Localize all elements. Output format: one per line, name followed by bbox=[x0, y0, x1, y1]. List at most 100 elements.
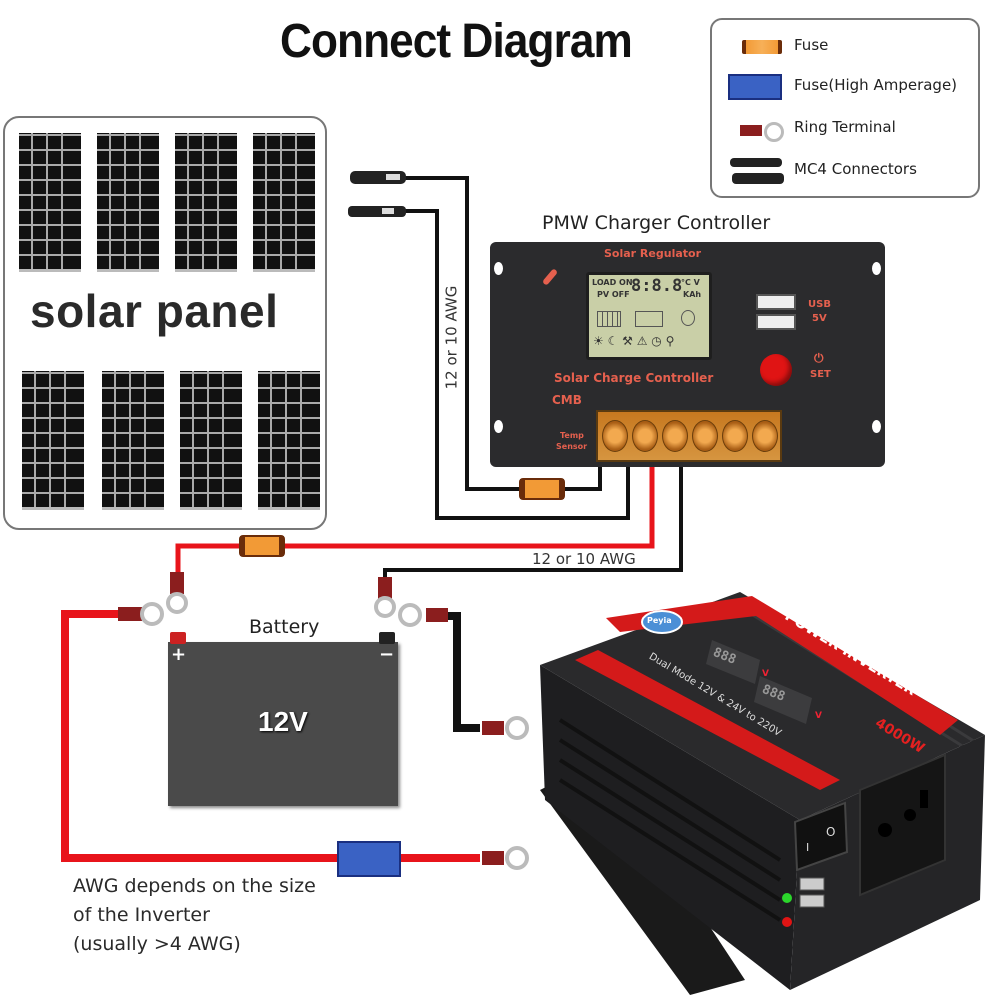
legend-label: MC4 Connectors bbox=[794, 160, 917, 178]
switch-on-symbol: I bbox=[806, 841, 810, 854]
mount-hole bbox=[872, 420, 881, 433]
switch-off-symbol: O bbox=[826, 825, 836, 839]
mount-hole bbox=[494, 420, 503, 433]
inverter-red-stripe bbox=[575, 650, 840, 790]
outlet-hole bbox=[920, 790, 928, 808]
side-vents bbox=[558, 718, 782, 922]
ring-terminal-icon bbox=[482, 716, 529, 740]
battery-positive-wire bbox=[175, 455, 655, 585]
lcd-digits: 8:8.8 bbox=[631, 276, 683, 296]
high-amperage-fuse-icon bbox=[337, 841, 401, 877]
battery-label: Battery bbox=[249, 616, 320, 638]
ring-terminal-icon bbox=[118, 602, 164, 626]
legend-label: Fuse bbox=[794, 36, 829, 54]
outlet-hole bbox=[904, 809, 916, 821]
high-amperage-fuse-icon bbox=[728, 74, 782, 100]
lcd-panel-icon bbox=[597, 311, 621, 327]
mc4-connector-icon bbox=[730, 156, 786, 186]
legend-label: Ring Terminal bbox=[794, 118, 896, 136]
solar-module bbox=[97, 133, 159, 269]
legend-item-high-amperage-fuse: Fuse(High Amperage) bbox=[712, 70, 978, 106]
legend-item-mc4-connectors: MC4 Connectors bbox=[712, 154, 978, 190]
lcd-unit-bottom: KAh bbox=[683, 290, 702, 299]
fuse-icon bbox=[519, 478, 565, 500]
legend-item-ring-terminal: Ring Terminal bbox=[712, 112, 978, 148]
solar-module bbox=[180, 371, 242, 507]
terminal-screw[interactable] bbox=[752, 420, 778, 452]
brand-badge-text: Peyia bbox=[647, 616, 672, 625]
diagram-title: Connect Diagram bbox=[280, 15, 633, 68]
temp-sensor-label: Temp bbox=[560, 431, 584, 440]
ring-terminal-icon bbox=[482, 846, 529, 870]
controller-name: Solar Charge Controller bbox=[554, 371, 714, 385]
pv-positive-wire bbox=[405, 176, 602, 491]
awg-note-line: AWG depends on the size bbox=[73, 875, 316, 897]
lcd-pv-off: PV OFF bbox=[597, 290, 630, 299]
status-led-green bbox=[782, 893, 792, 903]
controller-caption: PMW Charger Controller bbox=[542, 212, 771, 234]
lcd-unit-top: °C V bbox=[681, 278, 700, 287]
solar-module bbox=[19, 133, 81, 269]
fuse-icon bbox=[742, 40, 782, 54]
solar-module bbox=[253, 133, 315, 269]
inverter-red-stripe bbox=[606, 596, 958, 735]
legend: Fuse Fuse(High Amperage) Ring Terminal M… bbox=[710, 18, 980, 198]
lcd-display: LOAD ON PV OFF 8:8.8 °C V KAh ☀ ☾ ⚒ ⚠ ◷ … bbox=[586, 272, 712, 360]
inverter-side bbox=[540, 665, 800, 990]
battery-voltage: 12V bbox=[258, 706, 308, 737]
usb-label: USB bbox=[808, 299, 831, 310]
battery-wire-gauge-label: 12 or 10 AWG bbox=[532, 550, 636, 568]
lcd-load-on: LOAD ON bbox=[592, 278, 633, 287]
lcd-battery-icon bbox=[635, 311, 663, 327]
terminal-screw[interactable] bbox=[692, 420, 718, 452]
voltage-display-2 bbox=[754, 676, 812, 724]
ring-terminal-icon bbox=[374, 577, 396, 618]
legend-label: Fuse(High Amperage) bbox=[794, 76, 958, 94]
lcd-status-icons: ☀ ☾ ⚒ ⚠ ◷ ⚲ bbox=[593, 334, 675, 348]
terminal-screw[interactable] bbox=[632, 420, 658, 452]
battery: + − bbox=[168, 632, 398, 806]
mc4-connector-icon bbox=[348, 206, 406, 217]
outlet-hole bbox=[878, 823, 892, 837]
fuse-icon bbox=[239, 535, 285, 557]
inverter-top bbox=[540, 592, 985, 820]
status-led-red bbox=[782, 917, 792, 927]
lcd-bulb-icon bbox=[681, 310, 695, 326]
ring-terminal-icon bbox=[398, 603, 448, 627]
mount-hole bbox=[872, 262, 881, 275]
terminal-screw[interactable] bbox=[602, 420, 628, 452]
awg-note-line: (usually >4 AWG) bbox=[73, 933, 241, 955]
terminal-screw[interactable] bbox=[722, 420, 748, 452]
display-2-unit: V bbox=[815, 711, 822, 721]
inverter-positive-wire bbox=[61, 610, 480, 862]
positive-symbol: + bbox=[171, 644, 187, 665]
positive-terminal bbox=[170, 632, 186, 644]
set-button[interactable] bbox=[760, 354, 792, 386]
temp-sensor-label: Sensor bbox=[556, 442, 588, 451]
usb-port[interactable] bbox=[756, 294, 796, 310]
pv-negative-wire bbox=[405, 209, 630, 520]
solar-module bbox=[175, 133, 237, 269]
terminal-block bbox=[596, 410, 782, 462]
brand-badge bbox=[641, 610, 683, 634]
solar-panel bbox=[3, 116, 327, 530]
mc4-connector-icon bbox=[350, 171, 406, 184]
awg-note-line: of the Inverter bbox=[73, 904, 210, 926]
terminal-screw[interactable] bbox=[662, 420, 688, 452]
usb-port[interactable] bbox=[756, 314, 796, 330]
solar-panel-label: solar panel bbox=[30, 285, 279, 337]
solar-module bbox=[258, 371, 320, 507]
solar-module bbox=[102, 371, 164, 507]
set-label: SET bbox=[810, 369, 831, 380]
usb-voltage-label: 5V bbox=[812, 313, 827, 324]
voltage-display-1 bbox=[706, 640, 760, 684]
controller-model: CMB bbox=[552, 393, 582, 407]
usb-port bbox=[799, 894, 825, 908]
negative-terminal bbox=[379, 632, 395, 644]
display-1-unit: V bbox=[762, 669, 769, 679]
usb-port bbox=[799, 877, 825, 891]
solar-module bbox=[22, 371, 84, 507]
power-switch bbox=[793, 801, 849, 872]
